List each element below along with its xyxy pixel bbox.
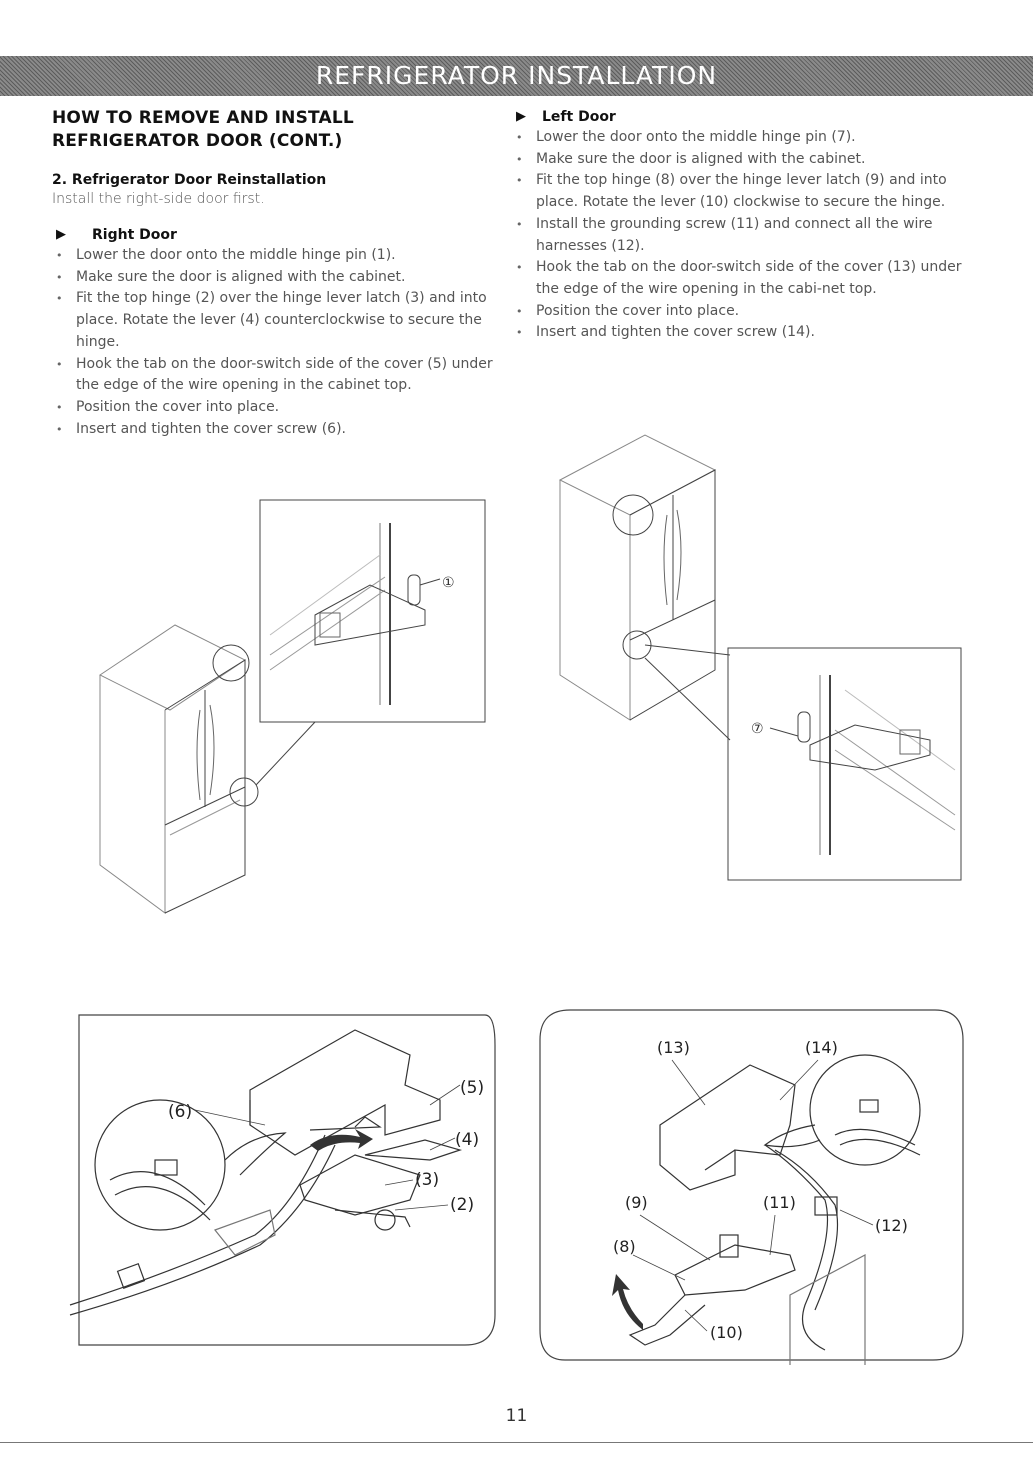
callout-6: (6) xyxy=(168,1102,192,1122)
list-item: Install the grounding screw (11) and con… xyxy=(512,214,972,257)
list-item: Fit the top hinge (2) over the hinge lev… xyxy=(52,288,502,353)
list-item: Insert and tighten the cover screw (6). xyxy=(52,419,502,441)
page-number: 11 xyxy=(505,1406,528,1426)
left-door-cover-figure: (13) (14) (9) (11) (12) (8) (10) xyxy=(539,1009,964,1365)
list-item: Lower the door onto the middle hinge pin… xyxy=(512,127,972,149)
left-door-heading-label: Left Door xyxy=(542,109,616,125)
right-door-heading-label: Right Door xyxy=(92,227,177,243)
callout-13: (13) xyxy=(657,1038,690,1057)
right-door-heading: ▶ Right Door xyxy=(52,225,502,245)
list-item: Fit the top hinge (8) over the hinge lev… xyxy=(512,170,972,213)
callout-4: (4) xyxy=(455,1130,479,1150)
callout-1: ① xyxy=(442,575,455,591)
callout-10: (10) xyxy=(710,1323,743,1342)
left-door-steps: Lower the door onto the middle hinge pin… xyxy=(512,127,972,344)
callout-5: (5) xyxy=(460,1078,484,1098)
footer-divider xyxy=(0,1442,1033,1443)
list-item: Make sure the door is aligned with the c… xyxy=(512,149,972,171)
right-door-fridge-figure: ① xyxy=(99,499,486,914)
left-door-fridge-figure: ⑦ xyxy=(558,434,962,881)
right-door-steps: Lower the door onto the middle hinge pin… xyxy=(52,245,502,440)
callout-3: (3) xyxy=(415,1170,439,1190)
callout-11: (11) xyxy=(763,1193,796,1212)
list-item: Make sure the door is aligned with the c… xyxy=(52,267,502,289)
list-item: Position the cover into place. xyxy=(512,301,972,323)
section-title-line2: REFRIGERATOR DOOR (CONT.) xyxy=(52,131,343,151)
subsection-heading: 2. Refrigerator Door Reinstallation xyxy=(52,172,327,188)
list-item: Hook the tab on the door-switch side of … xyxy=(512,257,972,300)
callout-2: (2) xyxy=(450,1195,474,1215)
section-title-line1: HOW TO REMOVE AND INSTALL xyxy=(52,108,354,128)
intro-text: Install the right-side door first. xyxy=(52,191,265,207)
list-item: Hook the tab on the door-switch side of … xyxy=(52,354,502,397)
callout-12: (12) xyxy=(875,1216,908,1235)
right-door-cover-figure: (6) (5) (4) (3) (2) xyxy=(69,1014,496,1346)
play-arrow-icon: ▶ xyxy=(516,109,526,124)
list-item: Insert and tighten the cover screw (14). xyxy=(512,322,972,344)
callout-8: (8) xyxy=(613,1237,636,1256)
banner-title: REFRIGERATOR INSTALLATION xyxy=(315,61,718,90)
list-item: Position the cover into place. xyxy=(52,397,502,419)
right-column: ▶ Left Door Lower the door onto the midd… xyxy=(512,107,972,344)
section-banner: REFRIGERATOR INSTALLATION xyxy=(0,56,1033,96)
callout-9: (9) xyxy=(625,1193,648,1212)
play-arrow-icon: ▶ xyxy=(56,227,66,242)
callout-14: (14) xyxy=(805,1038,838,1057)
left-door-heading: ▶ Left Door xyxy=(512,107,972,127)
left-column: HOW TO REMOVE AND INSTALL REFRIGERATOR D… xyxy=(52,107,502,440)
list-item: Lower the door onto the middle hinge pin… xyxy=(52,245,502,267)
callout-7: ⑦ xyxy=(751,721,764,737)
